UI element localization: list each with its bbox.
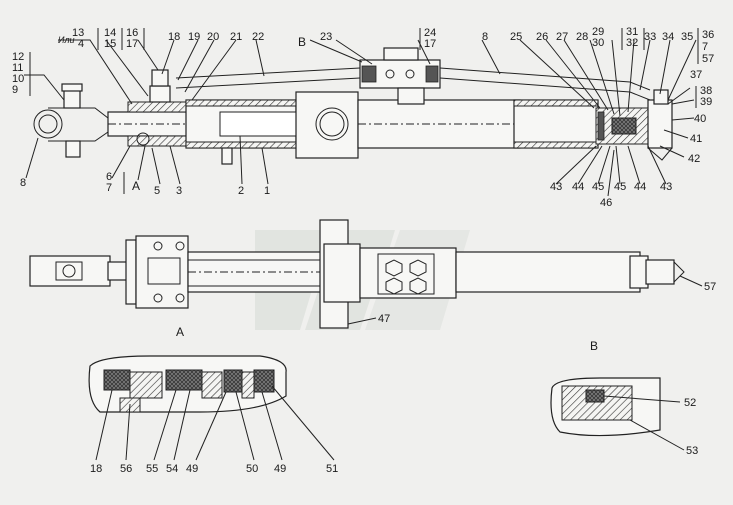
label-6: 6 (106, 171, 112, 183)
label-31: 31 (626, 26, 638, 38)
label-44-left: 44 (572, 181, 584, 193)
label-2: 2 (238, 185, 244, 197)
middle-leaders (347, 275, 703, 325)
label-7-low: 7 (106, 182, 112, 194)
label-33: 33 (644, 31, 656, 43)
label-5: 5 (154, 185, 160, 197)
callout-brackets (29, 28, 699, 194)
label-57-mid: 57 (704, 281, 716, 293)
label-54: 54 (166, 463, 178, 475)
label-43-right: 43 (660, 181, 672, 193)
label-36: 36 (702, 29, 714, 41)
label-18-detail: 18 (90, 463, 102, 475)
label-22: 22 (252, 31, 264, 43)
label-29: 29 (592, 26, 604, 38)
label-46: 46 (600, 197, 612, 209)
label-15: 15 (104, 38, 116, 50)
label-40: 40 (694, 113, 706, 125)
label-12: 12 (12, 51, 24, 63)
label-23: 23 (320, 31, 332, 43)
label-26: 26 (536, 31, 548, 43)
label-10: 10 (12, 73, 24, 85)
label-32: 32 (626, 37, 638, 49)
label-49-right: 49 (274, 463, 286, 475)
label-45-left: 45 (592, 181, 604, 193)
label-56: 56 (120, 463, 132, 475)
label-11: 11 (12, 62, 23, 74)
label-25: 25 (510, 31, 522, 43)
label-a-top: А (132, 179, 140, 193)
detail-a-leaders (95, 385, 335, 461)
label-49-left: 49 (186, 463, 198, 475)
detail-b-leaders (603, 395, 685, 451)
label-view-a: А (176, 325, 184, 339)
label-34: 34 (662, 31, 674, 43)
label-28: 28 (576, 31, 588, 43)
label-ili: Или (58, 35, 75, 45)
label-41: 41 (690, 133, 702, 145)
label-51: 51 (326, 463, 338, 475)
label-21: 21 (230, 31, 242, 43)
label-35: 35 (681, 31, 693, 43)
label-38: 38 (700, 85, 712, 97)
label-52: 52 (684, 397, 696, 409)
label-14: 14 (104, 27, 116, 39)
label-39: 39 (700, 96, 712, 108)
label-8-eye: 8 (20, 177, 26, 189)
cylinder-outline-view (29, 219, 685, 329)
label-45-right: 45 (614, 181, 626, 193)
label-1: 1 (264, 185, 270, 197)
callout-labels: Или 13 4 14 15 16 17 18 19 20 21 22 В 23… (12, 26, 716, 475)
label-57-top: 57 (702, 53, 714, 65)
label-9: 9 (12, 84, 18, 96)
label-47: 47 (378, 313, 390, 325)
top-leaders (24, 39, 697, 197)
label-7-top: 7 (702, 41, 708, 53)
label-8-top: 8 (482, 31, 488, 43)
label-20: 20 (207, 31, 219, 43)
label-17-valve: 17 (424, 38, 436, 50)
label-24: 24 (424, 27, 436, 39)
label-b-top: В (298, 35, 306, 49)
label-27: 27 (556, 31, 568, 43)
label-43-left: 43 (550, 181, 562, 193)
label-44-right: 44 (634, 181, 646, 193)
label-19: 19 (188, 31, 200, 43)
label-50: 50 (246, 463, 258, 475)
label-18-top: 18 (168, 31, 180, 43)
label-17-top: 17 (126, 38, 138, 50)
label-3: 3 (176, 185, 182, 197)
label-16: 16 (126, 27, 138, 39)
detail-view-a (88, 355, 287, 413)
label-53: 53 (686, 445, 698, 457)
label-view-b: В (590, 339, 598, 353)
label-55: 55 (146, 463, 158, 475)
label-37: 37 (690, 69, 702, 81)
detail-view-b (550, 377, 661, 437)
label-42: 42 (688, 153, 700, 165)
label-13: 13 (72, 27, 84, 39)
label-4: 4 (78, 38, 84, 50)
label-30: 30 (592, 37, 604, 49)
